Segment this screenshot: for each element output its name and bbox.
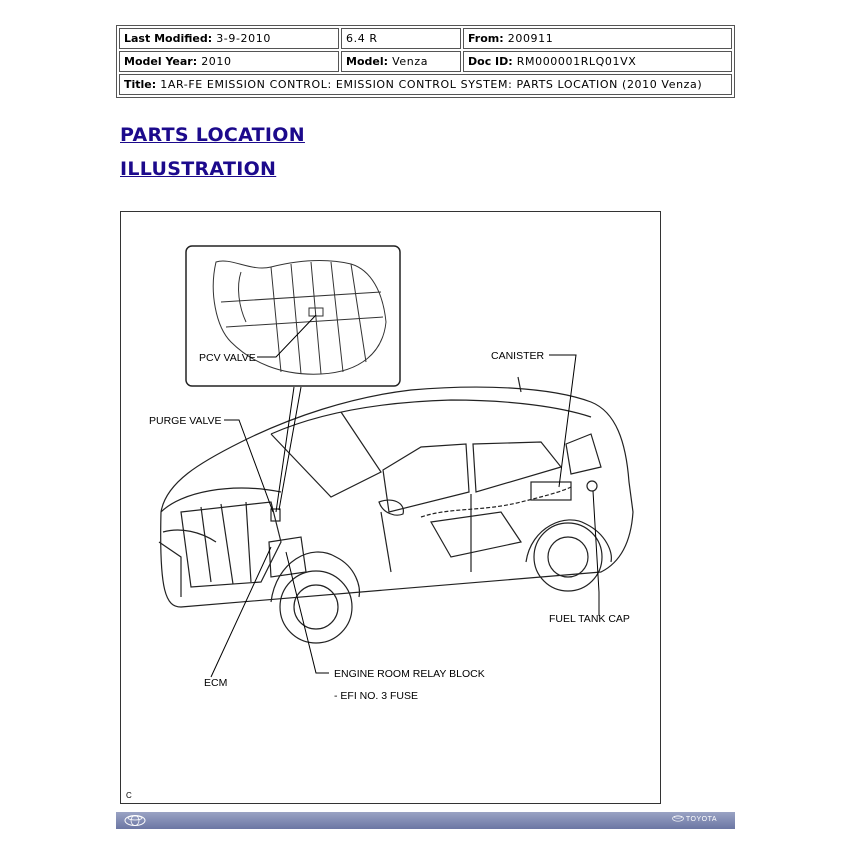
illustration-heading-link[interactable]: ILLUSTRATION <box>120 158 277 180</box>
model-label: Model: <box>346 55 389 68</box>
doc-id-value: RM000001RLQ01VX <box>512 55 637 68</box>
from-cell: From: 200911 <box>463 28 732 49</box>
version-cell: 6.4 R <box>341 28 461 49</box>
from-label: From: <box>468 32 504 45</box>
ecm-label: ECM <box>204 677 227 689</box>
engine-room-relay-block-label: ENGINE ROOM RELAY BLOCK <box>334 668 485 680</box>
purge-valve-label: PURGE VALVE <box>149 415 222 427</box>
vehicle-diagram: PCV VALVE CANISTER PURGE VALVE FUEL TANK… <box>149 245 634 702</box>
model-value: Venza <box>388 55 429 68</box>
model-year-label: Model Year: <box>124 55 198 68</box>
version-value: 6.4 R <box>346 32 378 45</box>
vehicle-outline <box>158 376 634 644</box>
model-cell: Model: Venza <box>341 51 461 72</box>
model-year-value: 2010 <box>197 55 232 68</box>
toyota-brand-logo: TOYOTA <box>671 815 717 823</box>
pcv-valve-label: PCV VALVE <box>199 352 256 364</box>
parts-location-illustration: PCV VALVE CANISTER PURGE VALVE FUEL TANK… <box>120 211 661 804</box>
figure-code: C <box>126 791 132 800</box>
parts-location-heading-link[interactable]: PARTS LOCATION <box>120 124 305 146</box>
last-modified-cell: Last Modified: 3-9-2010 <box>119 28 339 49</box>
title-label: Title: <box>124 78 157 91</box>
pcv-valve-inset <box>185 245 401 387</box>
doc-id-label: Doc ID: <box>468 55 513 68</box>
last-modified-value: 3-9-2010 <box>212 32 271 45</box>
document-meta-table: Last Modified: 3-9-2010 6.4 R From: 2009… <box>116 25 735 98</box>
leader-lines <box>210 314 600 678</box>
doc-id-cell: Doc ID: RM000001RLQ01VX <box>463 51 732 72</box>
fuel-tank-cap-label: FUEL TANK CAP <box>549 613 630 625</box>
last-modified-label: Last Modified: <box>124 32 213 45</box>
toyota-brand-text: TOYOTA <box>685 816 717 823</box>
canister-label: CANISTER <box>491 350 545 362</box>
title-cell: Title: 1AR-FE EMISSION CONTROL: EMISSION… <box>119 74 732 95</box>
toyota-emblem-icon <box>671 815 684 822</box>
model-year-cell: Model Year: 2010 <box>119 51 339 72</box>
footer-bar: TOYOTA <box>116 812 735 829</box>
toyota-logo-icon <box>124 815 146 826</box>
title-value: 1AR-FE EMISSION CONTROL: EMISSION CONTRO… <box>156 78 703 91</box>
efi-fuse-label: - EFI NO. 3 FUSE <box>334 690 418 702</box>
from-value: 200911 <box>503 32 554 45</box>
